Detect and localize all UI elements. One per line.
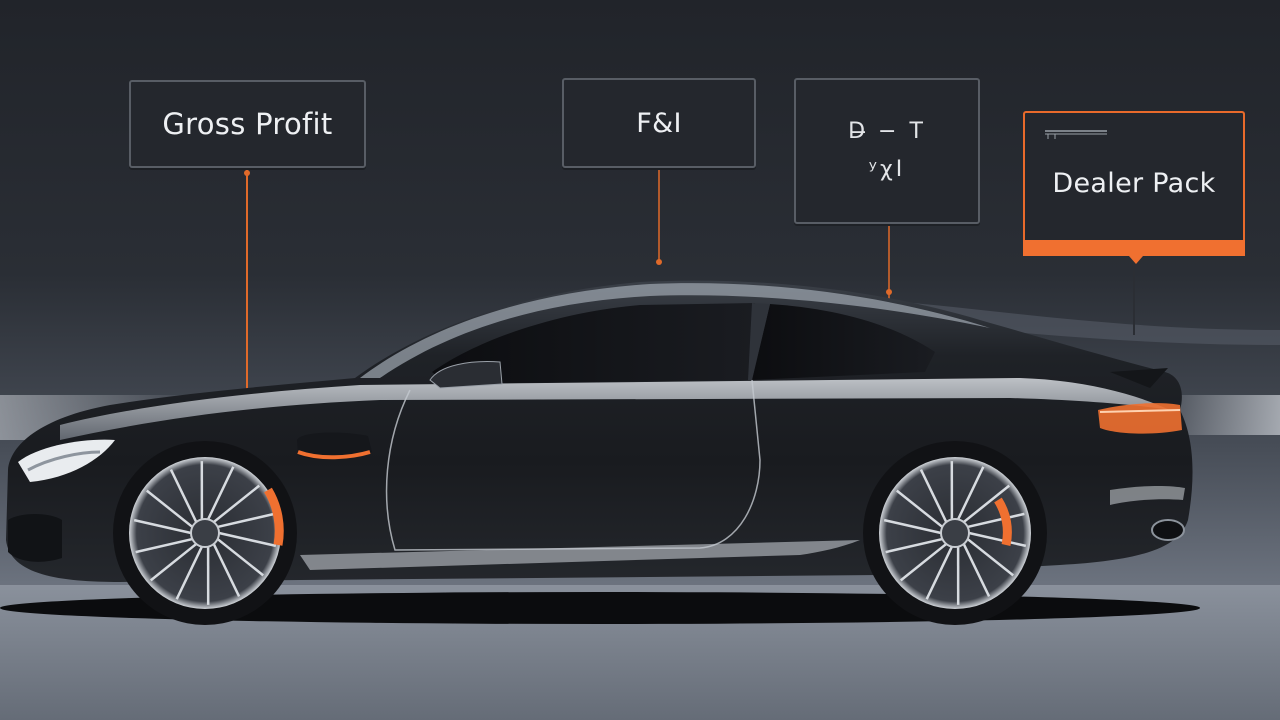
dealer-pack-accent-bar xyxy=(1023,240,1245,256)
wheel-spoke xyxy=(218,531,277,548)
wheel-spoke xyxy=(169,469,198,523)
wheel-spoke xyxy=(962,543,991,597)
wheel-spoke xyxy=(149,542,198,582)
wheel-spoke xyxy=(885,537,943,554)
callout-gross-profit: Gross Profit xyxy=(129,80,366,168)
wheel-spoke xyxy=(135,537,193,554)
callout-garbled: D̶ − T ʸχI xyxy=(794,78,980,224)
wheel-spoke xyxy=(919,469,948,523)
wheel-spoke xyxy=(883,518,942,535)
callout-fi: F&I xyxy=(562,78,756,168)
wheel-spoke xyxy=(966,538,1015,577)
wheel-spoke xyxy=(956,466,985,520)
wheel-spoke xyxy=(175,546,204,600)
rear-wheel xyxy=(863,441,1047,625)
callout-gross-profit-label: Gross Profit xyxy=(162,107,333,141)
callout-garbled-line2: ʸχI xyxy=(868,157,906,182)
dealer-pack-pointer xyxy=(1129,256,1143,264)
wheel-spoke xyxy=(212,484,261,524)
wheel-spoke xyxy=(206,466,235,520)
wheel-spoke xyxy=(895,489,944,528)
wheel-spoke xyxy=(899,542,948,582)
wheel-spoke xyxy=(133,518,192,535)
front-wheel xyxy=(113,441,297,625)
wheel-spoke xyxy=(212,543,241,597)
callout-dealer-pack-label: Dealer Pack xyxy=(1052,168,1216,199)
callout-garbled-line1: D̶ − T xyxy=(848,119,926,144)
wheel-spoke xyxy=(925,546,954,600)
wheel-spoke xyxy=(967,512,1025,529)
wheel-spoke xyxy=(216,538,265,577)
mini-bar-icon xyxy=(1045,130,1107,139)
wheel-spoke xyxy=(962,484,1011,524)
callout-dealer-pack: Dealer Pack xyxy=(1023,111,1245,264)
wheel-spoke xyxy=(968,531,1027,548)
wheel-spoke xyxy=(217,512,275,529)
callout-fi-label: F&I xyxy=(636,107,682,139)
wheel-spoke xyxy=(145,489,194,528)
